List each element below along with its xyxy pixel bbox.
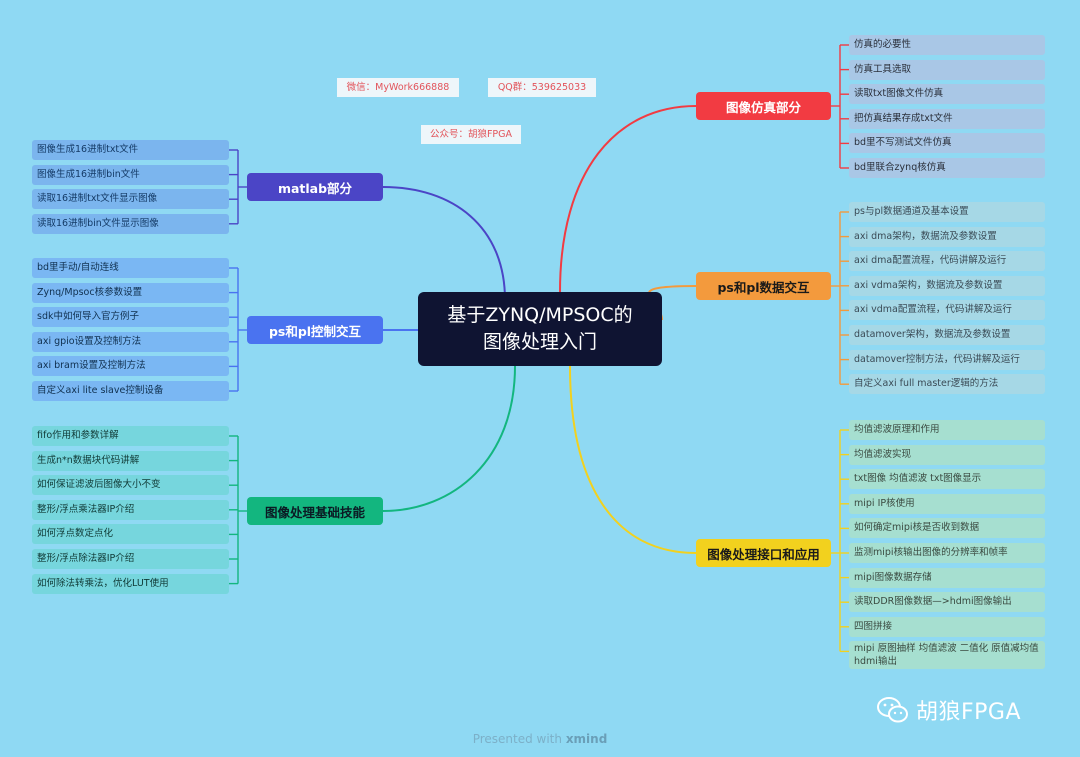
leaf-pspl-ctrl[interactable]: axi bram设置及控制方法 bbox=[32, 356, 229, 377]
leaf-pspl-ctrl[interactable]: bd里手动/自动连线 bbox=[32, 258, 229, 278]
branch-sim[interactable]: 图像仿真部分 bbox=[696, 92, 831, 120]
wechat-note: 微信：MyWork666888 bbox=[337, 78, 459, 97]
leaf-interface[interactable]: 监测mipi核输出图像的分辨率和帧率 bbox=[849, 543, 1045, 563]
central-topic[interactable]: 基于ZYNQ/MPSOC的 图像处理入门 bbox=[418, 292, 662, 366]
leaf-interface[interactable]: 四图拼接 bbox=[849, 616, 1045, 637]
official-account-note: 公众号：胡狼FPGA bbox=[421, 125, 521, 144]
branch-img-basic[interactable]: 图像处理基础技能 bbox=[247, 497, 383, 525]
wechat-icon bbox=[877, 697, 908, 723]
leaf-matlab[interactable]: 读取16进制bin文件显示图像 bbox=[32, 213, 229, 234]
footer: Presented with xmind bbox=[0, 732, 1080, 746]
leaf-sim[interactable]: 仿真工具选取 bbox=[849, 59, 1045, 80]
branch-pspl-data[interactable]: ps和pl数据交互 bbox=[696, 272, 831, 300]
leaf-interface[interactable]: 均值滤波原理和作用 bbox=[849, 420, 1045, 440]
leaf-interface[interactable]: mipi 原图抽样 均值滤波 二值化 原值减均值 hdmi输出 bbox=[849, 641, 1045, 670]
leaf-img-basic[interactable]: 如何保证滤波后图像大小不变 bbox=[32, 475, 229, 496]
leaf-sim[interactable]: bd里联合zynq核仿真 bbox=[849, 158, 1045, 178]
leaf-pspl-data[interactable]: 自定义axi full master逻辑的方法 bbox=[849, 374, 1045, 395]
leaf-sim[interactable]: 仿真的必要性 bbox=[849, 35, 1045, 55]
central-topic-line1: 基于ZYNQ/MPSOC的 bbox=[447, 304, 633, 326]
leaf-interface[interactable]: 均值滤波实现 bbox=[849, 444, 1045, 465]
leaf-pspl-ctrl[interactable]: axi gpio设置及控制方法 bbox=[32, 331, 229, 352]
footer-prefix: Presented with bbox=[472, 732, 562, 746]
leaf-img-basic[interactable]: 如何浮点数定点化 bbox=[32, 524, 229, 545]
leaf-matlab[interactable]: 图像生成16进制bin文件 bbox=[32, 164, 229, 185]
leaf-img-basic[interactable]: fifo作用和参数详解 bbox=[32, 426, 229, 446]
leaf-pspl-ctrl[interactable]: Zynq/Mpsoc核参数设置 bbox=[32, 282, 229, 303]
leaf-interface[interactable]: mipi IP核使用 bbox=[849, 493, 1045, 514]
leaf-interface[interactable]: mipi图像数据存储 bbox=[849, 567, 1045, 588]
leaf-pspl-data[interactable]: axi vdma配置流程，代码讲解及运行 bbox=[849, 300, 1045, 321]
leaf-pspl-data[interactable]: axi dma配置流程，代码讲解及运行 bbox=[849, 251, 1045, 272]
branch-interface[interactable]: 图像处理接口和应用 bbox=[696, 539, 831, 567]
qq-group-note: QQ群：539625033 bbox=[488, 78, 596, 97]
connector-sim bbox=[559, 105, 697, 293]
leaf-pspl-data[interactable]: axi dma架构，数据流及参数设置 bbox=[849, 226, 1045, 247]
leaf-interface[interactable]: txt图像 均值滤波 txt图像显示 bbox=[849, 469, 1045, 490]
leaf-sim[interactable]: 读取txt图像文件仿真 bbox=[849, 84, 1045, 105]
watermark-label: 胡狼FPGA bbox=[916, 700, 1022, 725]
connector-interface bbox=[569, 365, 697, 554]
branch-matlab[interactable]: matlab部分 bbox=[247, 173, 383, 201]
leaf-img-basic[interactable]: 整形/浮点除法器IP介绍 bbox=[32, 549, 229, 569]
footer-brand: xmind bbox=[565, 732, 608, 746]
leaf-matlab[interactable]: 图像生成16进制txt文件 bbox=[32, 140, 229, 160]
leaf-sim[interactable]: bd里不写测试文件仿真 bbox=[849, 133, 1045, 154]
leaf-img-basic[interactable]: 如何除法转乘法，优化LUT使用 bbox=[32, 573, 229, 594]
leaf-pspl-data[interactable]: datamover控制方法，代码讲解及运行 bbox=[849, 349, 1045, 370]
branch-pspl-ctrl[interactable]: ps和pl控制交互 bbox=[247, 316, 383, 344]
central-topic-line2: 图像处理入门 bbox=[482, 331, 597, 353]
leaf-pspl-ctrl[interactable]: 自定义axi lite slave控制设备 bbox=[32, 381, 229, 401]
leaf-interface[interactable]: 如何确定mipi核是否收到数据 bbox=[849, 518, 1045, 539]
watermark: 胡狼FPGA bbox=[876, 693, 1056, 727]
leaf-pspl-data[interactable]: datamover架构，数据流及参数设置 bbox=[849, 325, 1045, 345]
leaf-pspl-data[interactable]: axi vdma架构，数据流及参数设置 bbox=[849, 275, 1045, 296]
leaf-img-basic[interactable]: 整形/浮点乘法器IP介绍 bbox=[32, 499, 229, 520]
leaf-matlab[interactable]: 读取16进制txt文件显示图像 bbox=[32, 189, 229, 210]
connector-matlab bbox=[382, 186, 506, 301]
leaf-interface[interactable]: 读取DDR图像数据—>hdmi图像输出 bbox=[849, 592, 1045, 613]
leaf-pspl-data[interactable]: ps与pl数据通道及基本设置 bbox=[849, 202, 1045, 222]
leaf-sim[interactable]: 把仿真结果存成txt文件 bbox=[849, 108, 1045, 129]
connector-img_basic bbox=[382, 365, 516, 512]
leaf-img-basic[interactable]: 生成n*n数据块代码讲解 bbox=[32, 450, 229, 471]
leaf-pspl-ctrl[interactable]: sdk中如何导入官方例子 bbox=[32, 307, 229, 328]
